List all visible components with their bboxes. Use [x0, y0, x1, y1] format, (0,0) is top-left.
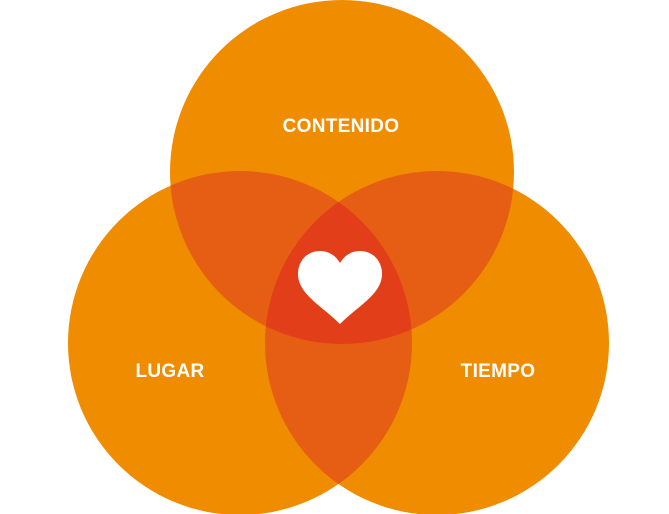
- label-lugar: LUGAR: [135, 361, 204, 382]
- heart-icon: [298, 251, 382, 324]
- label-tiempo: TIEMPO: [461, 361, 536, 382]
- label-contenido: CONTENIDO: [283, 116, 400, 137]
